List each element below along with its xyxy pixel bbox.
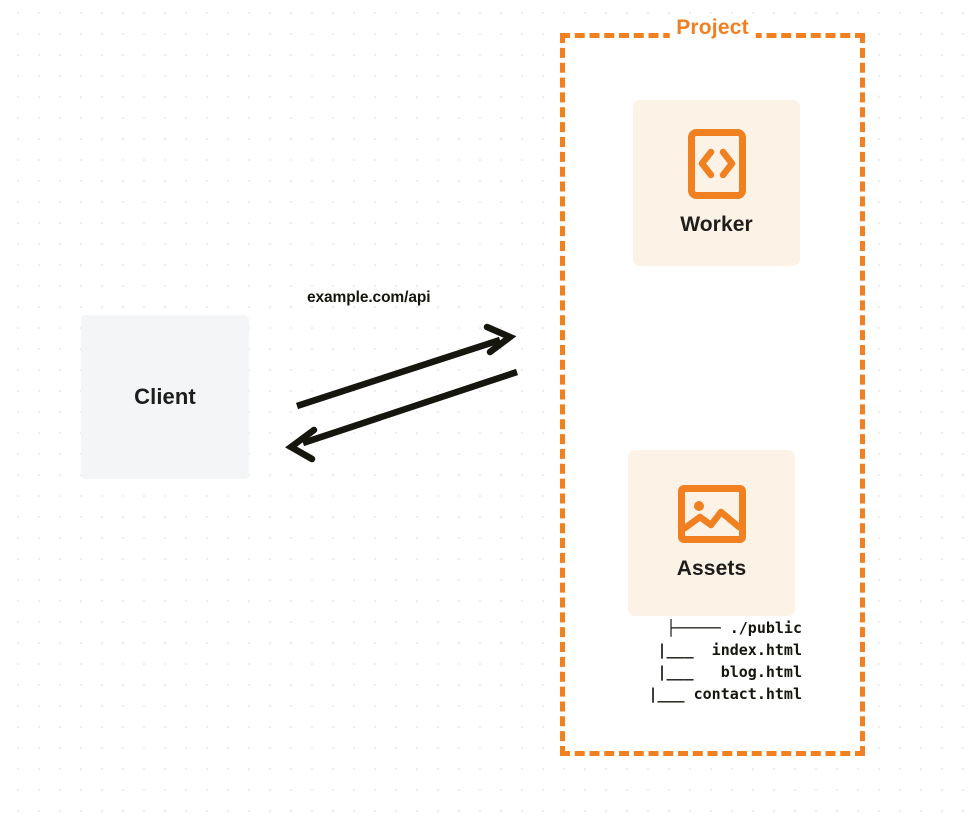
file-tree-line: |___ contact.html: [630, 685, 802, 703]
assets-node-label: Assets: [676, 557, 747, 580]
request-arrow: [295, 323, 517, 410]
image-picture-icon: [677, 485, 746, 543]
file-tree-line: |___ index.html: [639, 641, 802, 659]
file-tree-line: |___ blog.html: [639, 663, 802, 681]
assets-file-tree: ├───── ./public |___ index.html |___ blo…: [610, 617, 802, 705]
project-title: Project: [669, 16, 756, 40]
code-brackets-icon: [687, 129, 746, 199]
project-container: Project Worker Assets: [560, 16, 865, 756]
response-arrow: [285, 368, 519, 463]
worker-node[interactable]: Worker: [633, 100, 800, 266]
worker-node-label: Worker: [680, 213, 753, 236]
client-node[interactable]: Client: [81, 315, 249, 479]
client-node-label: Client: [134, 384, 196, 409]
connection-label: example.com/api: [307, 289, 431, 306]
file-tree-line: ├───── ./public: [666, 619, 802, 637]
assets-node[interactable]: Assets: [628, 450, 795, 616]
